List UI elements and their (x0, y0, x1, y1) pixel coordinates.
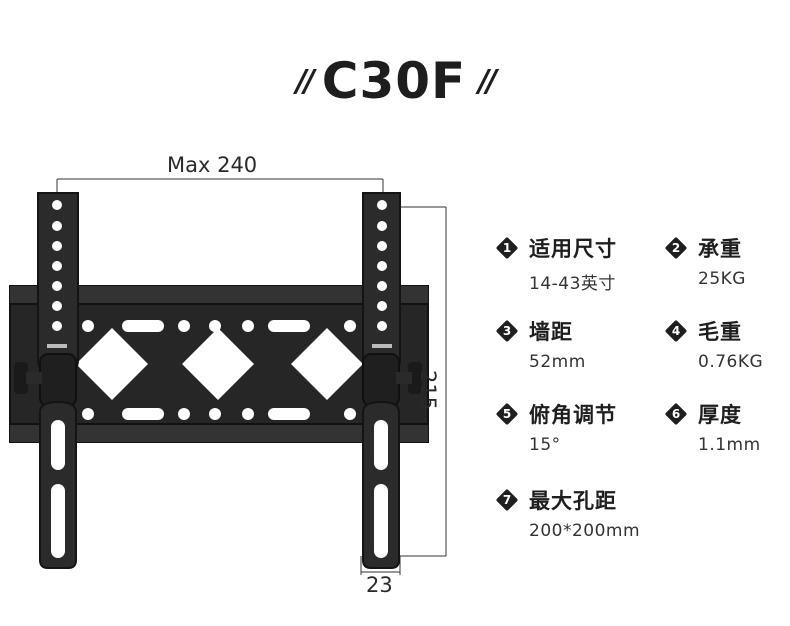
spec-name: 俯角调节 (529, 403, 617, 427)
left-arm-hole-7 (52, 321, 62, 331)
number-badge-icon: 1 (495, 236, 519, 260)
left-arm-rivet (47, 344, 67, 348)
spec-value: 200*200mm (529, 521, 641, 541)
right-arm-hole-6 (377, 301, 387, 311)
product-title: //C30F// (0, 52, 790, 110)
hole-top-5 (82, 320, 94, 332)
spec-value: 0.76KG (698, 352, 764, 372)
diamond-cutout-right (291, 328, 363, 400)
hole-top-2 (209, 320, 221, 332)
hole-bottom-3 (242, 408, 254, 420)
spec-value: 52mm (529, 352, 586, 372)
spec-name: 毛重 (698, 320, 742, 344)
hole-top-1 (178, 320, 190, 332)
model-name: C30F (321, 52, 467, 110)
spec-item-load: 2 承重 25KG (664, 233, 746, 289)
spec-name: 最大孔距 (529, 489, 617, 513)
number-badge-icon: 7 (495, 488, 519, 512)
left-arm-hole-4 (52, 261, 62, 271)
hole-top-3 (242, 320, 254, 332)
hole-bottom-2 (209, 408, 221, 420)
right-lower-slot-bottom (374, 484, 388, 558)
right-lower-arm (362, 400, 400, 569)
left-lower-slot-top (51, 420, 65, 470)
spec-item-tilt: 5 俯角调节 15° (495, 399, 617, 455)
hole-bottom-5 (82, 408, 94, 420)
right-knob-shaft (396, 372, 412, 384)
right-hinge-block (362, 353, 400, 407)
depth-dimension-label: 23 (366, 573, 393, 597)
title-right-slashes: // (478, 64, 497, 99)
spec-item-thickness: 6 厚度 1.1mm (664, 399, 761, 455)
hole-bottom-1 (178, 408, 190, 420)
number-badge-icon: 6 (664, 402, 688, 426)
right-arm-hole-7 (377, 321, 387, 331)
left-tilt-knob (14, 362, 28, 394)
right-tilt-knob (408, 362, 422, 394)
right-arm-hole-1 (377, 200, 387, 210)
left-arm-hole-3 (52, 241, 62, 251)
spec-item-wall-distance: 3 墙距 52mm (495, 316, 586, 372)
left-lower-slot-bottom (51, 484, 65, 558)
slot-bottom-2 (268, 408, 310, 420)
width-dimension-label: Max 240 (167, 153, 258, 177)
right-lower-slot-top (374, 420, 388, 470)
spec-item-size: 1 适用尺寸 14-43英寸 (495, 233, 617, 294)
left-arm-hole-2 (52, 221, 62, 231)
left-arm-hole-5 (52, 281, 62, 291)
right-tilt-hinge (362, 353, 422, 407)
left-knob-shaft (26, 372, 42, 384)
spec-name: 适用尺寸 (529, 237, 617, 261)
height-dimension-label: 215 (416, 370, 440, 411)
hole-top-4 (344, 320, 356, 332)
right-arm-hole-3 (377, 241, 387, 251)
left-arm-hole-1 (52, 200, 62, 210)
number-badge-icon: 2 (664, 236, 688, 260)
number-badge-icon: 3 (495, 319, 519, 343)
number-badge-icon: 5 (495, 402, 519, 426)
diamond-cutout-left (76, 328, 148, 400)
right-arm-rivet (372, 344, 392, 348)
spec-value: 14-43英寸 (529, 274, 616, 294)
right-arm-hole-2 (377, 221, 387, 231)
title-left-slashes: // (295, 64, 315, 99)
spec-value: 25KG (698, 269, 746, 289)
spec-value: 1.1mm (698, 435, 761, 455)
diamond-cutout-center (182, 328, 254, 400)
hole-bottom-4 (344, 408, 356, 420)
slot-top-1 (122, 320, 164, 332)
wall-plate-top-flange (10, 286, 428, 304)
slot-bottom-1 (122, 408, 164, 420)
wall-plate (9, 285, 429, 443)
spec-item-hole-distance: 7 最大孔距 200*200mm (495, 485, 640, 541)
right-arm-hole-4 (377, 261, 387, 271)
spec-value: 15° (529, 435, 561, 455)
left-hinge-block (39, 353, 77, 407)
spec-name: 墙距 (529, 320, 573, 344)
left-tilt-hinge (14, 353, 77, 407)
spec-name: 承重 (698, 237, 742, 261)
left-lower-arm (39, 400, 77, 569)
spec-name: 厚度 (698, 403, 742, 427)
slot-top-2 (268, 320, 310, 332)
right-arm-hole-5 (377, 281, 387, 291)
wall-plate-bottom-flange (10, 424, 428, 442)
left-arm-hole-6 (52, 301, 62, 311)
number-badge-icon: 4 (664, 319, 688, 343)
left-upper-arm (37, 192, 79, 373)
spec-item-gross-weight: 4 毛重 0.76KG (664, 316, 763, 372)
right-upper-arm (362, 192, 401, 373)
